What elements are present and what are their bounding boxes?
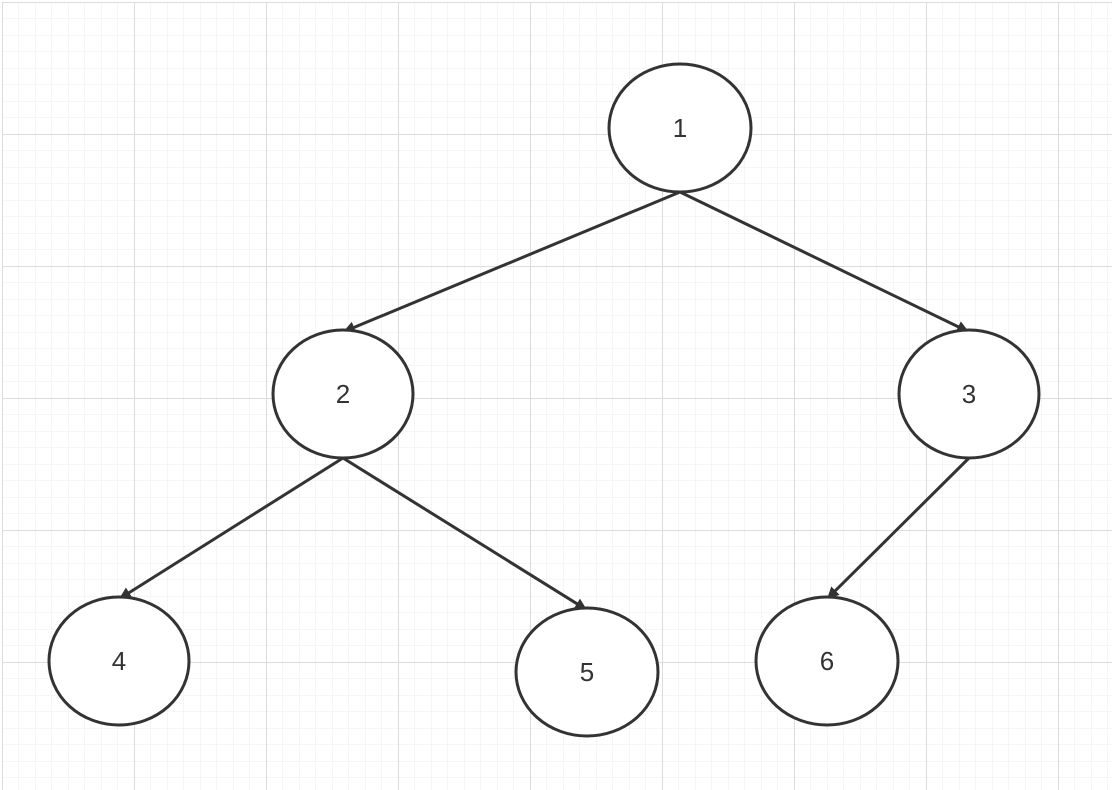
edge-n3-n6-arrow bbox=[827, 456, 971, 600]
node-label: 4 bbox=[112, 646, 126, 676]
tree-node-1[interactable]: 1 bbox=[607, 62, 753, 194]
node-label: 3 bbox=[962, 379, 976, 409]
tree-node-4[interactable]: 4 bbox=[47, 595, 191, 727]
edge-n2-n4-arrow bbox=[119, 456, 344, 600]
node-ellipse bbox=[897, 328, 1041, 460]
tree-node-5[interactable]: 5 bbox=[514, 606, 660, 738]
node-ellipse bbox=[754, 595, 900, 727]
node-ellipse bbox=[271, 328, 415, 460]
node-ellipse bbox=[514, 606, 660, 738]
tree-node-3[interactable]: 3 bbox=[897, 328, 1041, 460]
node-label: 1 bbox=[673, 113, 687, 143]
tree-node-6[interactable]: 6 bbox=[754, 595, 900, 727]
node-label: 6 bbox=[820, 646, 834, 676]
node-label: 2 bbox=[336, 379, 350, 409]
edge-n1-n2-arrow bbox=[343, 190, 681, 333]
node-ellipse bbox=[47, 595, 191, 727]
edge-n1-n3-arrow bbox=[679, 190, 969, 333]
edge-n2-n5-arrow bbox=[342, 456, 587, 611]
node-ellipse bbox=[607, 62, 753, 194]
node-label: 5 bbox=[580, 657, 594, 687]
nodes-layer: 1 2 3 4 5 6 bbox=[47, 62, 1041, 738]
edges-layer bbox=[119, 190, 971, 611]
tree-node-2[interactable]: 2 bbox=[271, 328, 415, 460]
